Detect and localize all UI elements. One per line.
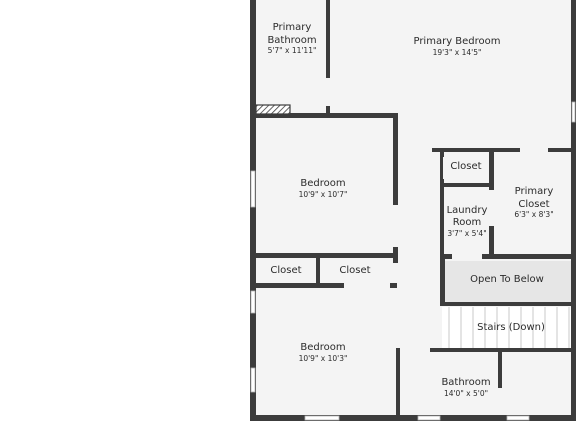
primary-closet-label-line2: Closet <box>518 199 549 210</box>
laundry-room-dims: 3'7" x 5'4" <box>447 229 486 238</box>
primary-bedroom-dims: 19'3" x 14'5" <box>433 48 482 57</box>
open-to-below-label: Open To Below <box>470 274 544 285</box>
primary-bathroom-dims: 5'7" x 11'11" <box>268 46 317 55</box>
windows <box>250 101 576 421</box>
primary-bathroom-label-line2: Bathroom <box>267 35 316 46</box>
bedroom-lower-dims: 10'9" x 10'3" <box>299 354 348 363</box>
open-to-below-area <box>445 261 576 303</box>
bedroom-lower-label: Bedroom <box>300 342 345 353</box>
primary-closet-label-line1: Primary <box>515 186 554 197</box>
bedroom-upper-label: Bedroom <box>300 178 345 189</box>
laundry-room-label-line1: Laundry <box>447 205 488 216</box>
door-openings <box>325 78 548 353</box>
stairs-label: Stairs (Down) <box>477 322 545 333</box>
closet-left-label: Closet <box>270 265 301 276</box>
bedroom-upper-dims: 10'9" x 10'7" <box>299 190 348 199</box>
bathroom-label: Bathroom <box>441 377 490 388</box>
primary-closet-dims: 6'3" x 8'3" <box>514 210 553 219</box>
primary-bathroom-label-line1: Primary <box>273 22 312 33</box>
laundry-room-label-line2: Room <box>453 217 481 228</box>
stair-treads <box>442 307 576 349</box>
closet-right-label: Closet <box>339 265 370 276</box>
closet-center-label: Closet <box>450 161 481 172</box>
bathroom-dims: 14'0" x 5'0" <box>444 389 488 398</box>
primary-bedroom-label: Primary Bedroom <box>413 36 500 47</box>
hatched-chase <box>255 104 291 115</box>
